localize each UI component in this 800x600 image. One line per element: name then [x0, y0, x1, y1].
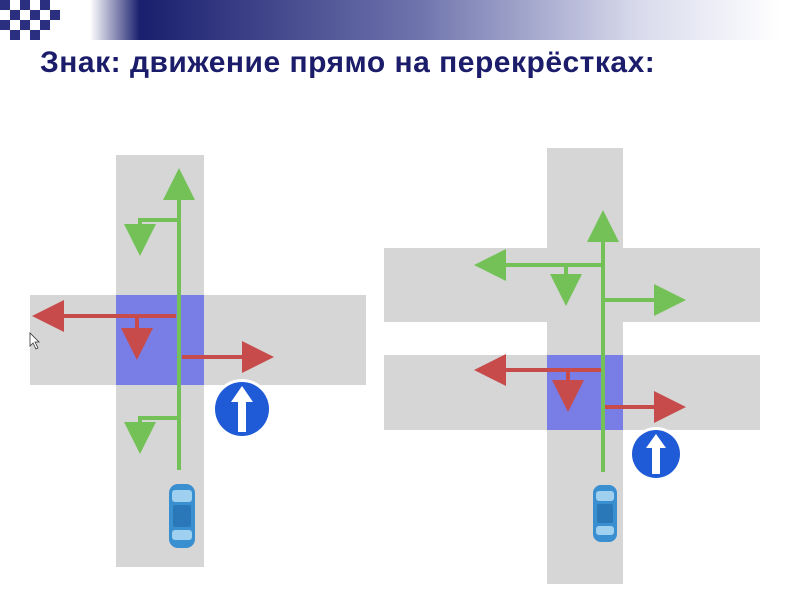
- intersection-area: [116, 295, 204, 385]
- left-intersection: [30, 155, 366, 567]
- banner-checker-pattern: [0, 0, 90, 40]
- u-turn-allowed-arrow: [124, 416, 179, 454]
- title-banner: [0, 0, 800, 40]
- intersection-area: [547, 355, 623, 430]
- straight-only-sign: [212, 379, 272, 439]
- u-turn-allowed-arrow: [550, 263, 582, 306]
- car-icon: [593, 485, 617, 542]
- car-icon: [169, 484, 195, 548]
- up-arrow-icon: [646, 434, 666, 474]
- up-arrow-icon: [231, 386, 253, 432]
- horizontal-road-upper: [384, 248, 760, 322]
- slide-title: Знак: движение прямо на перекрёстках:: [40, 46, 656, 79]
- u-turn-forbidden-arrow: [552, 368, 584, 412]
- right-intersection: [384, 148, 760, 584]
- mouse-cursor-icon: [29, 332, 40, 350]
- u-turn-allowed-arrow: [124, 218, 179, 256]
- straight-only-sign: [629, 427, 683, 481]
- u-turn-forbidden-arrow: [121, 314, 158, 360]
